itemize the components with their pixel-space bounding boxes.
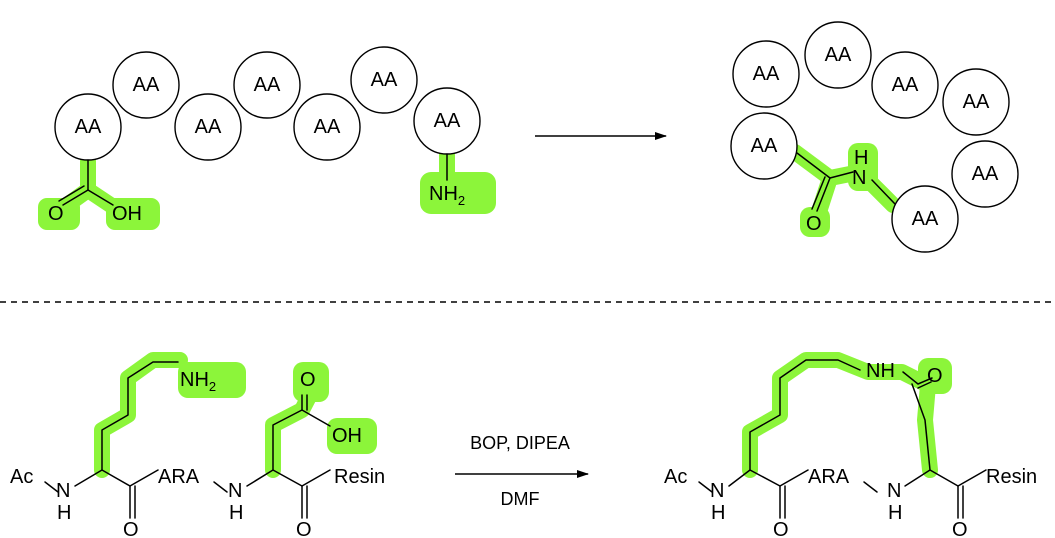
residue-label: AA xyxy=(195,116,222,138)
residue-circle xyxy=(804,21,872,89)
residue-label: AA xyxy=(314,116,341,138)
nh-h-label: H xyxy=(229,502,243,524)
amine-label: NH2 xyxy=(429,183,465,208)
nh-h-label: H xyxy=(57,502,71,524)
acetyl-label: Ac xyxy=(664,466,687,488)
residue-circle xyxy=(732,40,800,108)
residue-circle xyxy=(951,140,1019,208)
linker-label: ARA xyxy=(158,466,200,488)
amide-n-label: N xyxy=(852,167,866,189)
residue-circle xyxy=(233,51,301,119)
acetyl-label: Ac xyxy=(10,466,33,488)
hydroxyl-label: OH xyxy=(332,425,362,447)
residue-label: AA xyxy=(751,135,778,157)
residue-label: AA xyxy=(963,91,990,113)
nh-h-label: H xyxy=(711,502,725,524)
residue-circle xyxy=(730,112,798,180)
nh-n-label: N xyxy=(56,480,70,502)
lactam-nh-label: NH xyxy=(866,360,895,382)
residue-circle xyxy=(871,51,939,119)
carbonyl-o-label: O xyxy=(773,519,789,538)
lactam-bridge-highlight xyxy=(742,352,938,478)
residue-circle xyxy=(112,51,180,119)
residue-label: AA xyxy=(254,74,281,96)
nh-h-label: H xyxy=(888,502,902,524)
nh-n-label: N xyxy=(228,480,242,502)
nh-n-label: N xyxy=(710,480,724,502)
amine-label: NH2 xyxy=(180,369,216,394)
residue-label: AA xyxy=(825,44,852,66)
residue-label: AA xyxy=(912,208,939,230)
linear-precursor-structure: Ac N H O NH2 ARA N H O Resin O OH xyxy=(10,352,385,538)
residue-circle xyxy=(891,185,959,253)
residue-label: AA xyxy=(892,74,919,96)
amide-o-label: O xyxy=(806,213,822,235)
lactam-product-structure: Ac N H O ARA N H O Resin NH O xyxy=(664,352,1037,538)
cyclic-peptide-schematic: AA AA AA AA AA AA AA H N O xyxy=(730,21,1019,253)
residue-circle xyxy=(350,46,418,114)
residue-label: AA xyxy=(434,110,461,132)
reagents-below-arrow: DMF xyxy=(501,489,540,509)
reagents-above-arrow: BOP, DIPEA xyxy=(470,433,570,453)
residue-label: AA xyxy=(972,163,999,185)
residue-circle xyxy=(293,93,361,161)
residue-label: AA xyxy=(753,63,780,85)
amide-h-label: H xyxy=(854,147,868,169)
carbonyl-o-label: O xyxy=(952,519,968,538)
carbonyl-o-label: O xyxy=(296,519,312,538)
resin-label: Resin xyxy=(986,466,1037,488)
resin-label: Resin xyxy=(334,466,385,488)
linear-peptide-schematic: AA AA AA AA AA AA AA O OH NH2 xyxy=(38,46,496,230)
residue-label: AA xyxy=(75,116,102,138)
acid-o-label: O xyxy=(300,369,316,391)
lysine-sidechain-highlight xyxy=(94,352,188,478)
nh-n-label: N xyxy=(887,480,901,502)
residue-circle xyxy=(174,93,242,161)
amide-bond-highlight xyxy=(787,144,901,223)
lactam-o-label: O xyxy=(927,365,943,387)
residue-label: AA xyxy=(371,69,398,91)
residue-circle xyxy=(942,68,1010,136)
hydroxyl-label: OH xyxy=(112,203,142,225)
linker-label: ARA xyxy=(808,466,850,488)
residue-label: AA xyxy=(133,74,160,96)
carbonyl-o-label: O xyxy=(123,519,139,538)
carboxyl-oxygen-label: O xyxy=(48,203,64,225)
